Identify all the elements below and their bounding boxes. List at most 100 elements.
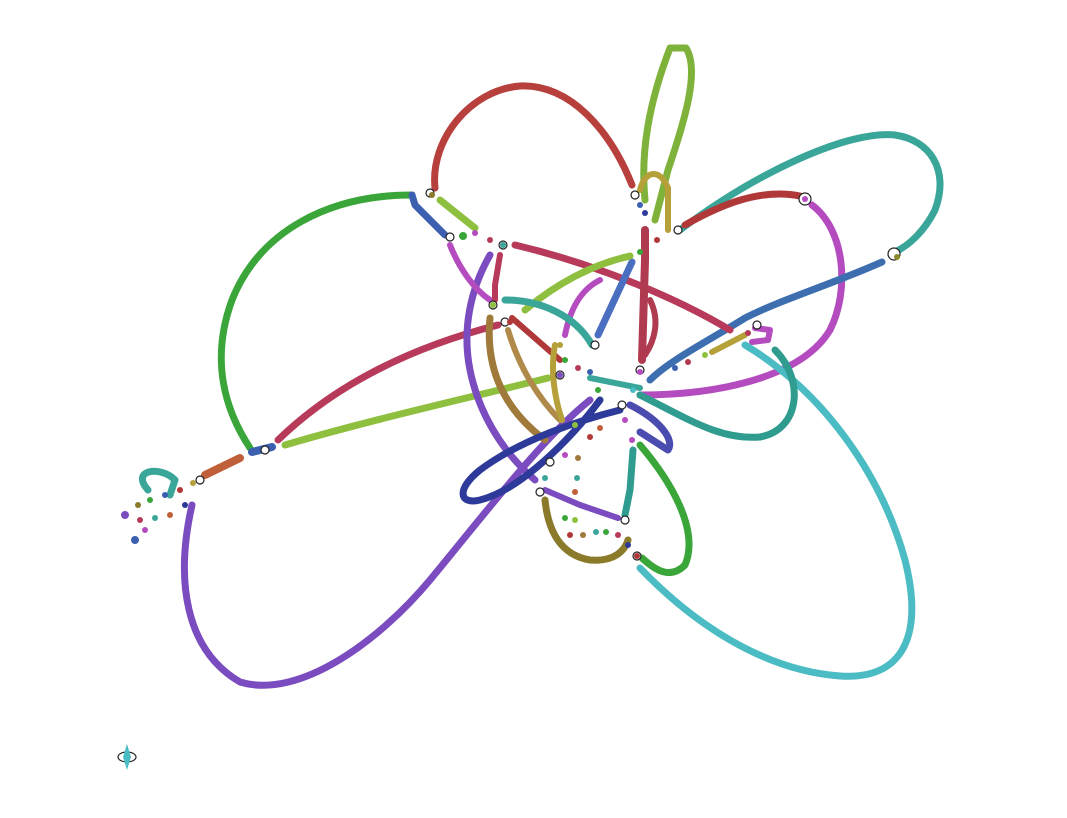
node-bead — [642, 210, 648, 216]
node-bead — [472, 230, 478, 236]
node-bead — [177, 487, 183, 493]
segment-teal-vertical-lower[interactable] — [621, 446, 637, 519]
node-bead — [637, 369, 643, 375]
segment-gold-vertical-center[interactable] — [550, 342, 565, 423]
node-bead — [567, 532, 573, 538]
segment-lime-top-spike[interactable] — [640, 44, 695, 224]
segment-blue-right-diagonal[interactable] — [646, 258, 886, 384]
segment-crimson-inner-small[interactable] — [492, 252, 503, 303]
node-bead — [557, 342, 563, 348]
node-bead — [622, 417, 628, 423]
segment-teal-center-right[interactable] — [636, 346, 798, 441]
segment-crimson-vertical[interactable] — [638, 226, 649, 364]
node-bead — [557, 372, 563, 378]
node-bead — [603, 529, 609, 535]
segment-olive-lower-loop[interactable] — [541, 496, 632, 564]
node-center-mid[interactable] — [590, 340, 600, 350]
node-bead — [162, 492, 168, 498]
node-bead — [575, 455, 581, 461]
node-top-center[interactable] — [630, 190, 640, 200]
node-bead — [637, 249, 643, 255]
node-junction-a[interactable] — [445, 232, 455, 242]
segment-navy-loop[interactable] — [459, 396, 624, 505]
node-bead — [625, 542, 631, 548]
node-bead — [593, 529, 599, 535]
segment-teal-center-arc[interactable] — [501, 296, 596, 349]
segment-red-top-loop[interactable] — [431, 82, 636, 192]
node-bead — [562, 515, 568, 521]
node-center-low[interactable] — [617, 400, 627, 410]
segment-teal-far-left-loop[interactable] — [139, 467, 179, 499]
node-bead — [429, 192, 435, 198]
isolated-node-bead — [123, 744, 131, 770]
segment-brown-inner-b[interactable] — [505, 327, 563, 423]
node-bead — [597, 425, 603, 431]
segment-teal-center-horizontal[interactable] — [587, 375, 643, 391]
segment-green-lower-center[interactable] — [636, 441, 693, 577]
node-lower-center-b[interactable] — [535, 487, 545, 497]
node-far-left[interactable] — [260, 445, 270, 455]
node-bead — [182, 502, 188, 508]
segment-cyan-lower-right-loop[interactable] — [636, 341, 916, 680]
node-bead — [629, 437, 635, 443]
segment-blue-top-left[interactable] — [408, 191, 449, 239]
graph-segments — [139, 44, 944, 689]
node-bead — [152, 515, 158, 521]
node-bead — [542, 475, 548, 481]
segment-brown-inner-a[interactable] — [485, 314, 549, 444]
node-bead — [802, 196, 808, 202]
node-bead — [575, 365, 581, 371]
segment-magenta-right-knot[interactable] — [749, 325, 773, 345]
segment-purple-bottom-left-loop[interactable] — [181, 396, 594, 689]
segment-teal-right-loop[interactable] — [676, 131, 944, 256]
node-bead — [572, 517, 578, 523]
node-bead — [459, 232, 467, 240]
node-bead — [572, 422, 578, 428]
node-bead — [615, 532, 621, 538]
node-bead — [685, 359, 691, 365]
node-bead — [487, 237, 493, 243]
node-bead — [637, 202, 643, 208]
node-bead — [574, 475, 580, 481]
segment-blue-center-diagonal[interactable] — [594, 258, 636, 339]
node-bead — [500, 242, 506, 248]
node-bead — [131, 536, 139, 544]
node-bead — [654, 237, 660, 243]
node-bead — [587, 434, 593, 440]
segment-purple-lower-center[interactable] — [542, 487, 621, 521]
node-center-right[interactable] — [752, 320, 762, 330]
segment-magenta-right-loop[interactable] — [636, 201, 846, 399]
node-bead — [672, 365, 678, 371]
segment-lime-top-left[interactable] — [436, 196, 479, 232]
node-bead — [135, 502, 141, 508]
segment-gold-right[interactable] — [709, 332, 748, 355]
node-bead — [894, 254, 900, 260]
node-bead — [562, 357, 568, 363]
node-bead — [702, 352, 708, 358]
node-top-right-a[interactable] — [673, 225, 683, 235]
segment-crimson-diagonal[interactable] — [511, 241, 734, 334]
node-bead — [147, 497, 153, 503]
segment-magenta-inner-left[interactable] — [447, 242, 493, 303]
segment-orange-left-short[interactable] — [201, 454, 244, 479]
segment-red-right-arc[interactable] — [681, 190, 804, 229]
node-bead — [507, 319, 513, 325]
node-bead — [137, 517, 143, 523]
node-bead — [572, 489, 578, 495]
node-far-left-b[interactable] — [195, 475, 205, 485]
segment-green-left-loop[interactable] — [217, 191, 416, 452]
node-bead — [580, 532, 586, 538]
segment-navy-right-small[interactable] — [626, 401, 674, 454]
node-lower-center-a[interactable] — [545, 457, 555, 467]
segment-gold-top-spike[interactable] — [637, 171, 671, 233]
node-bead — [634, 553, 640, 559]
node-lower-center-c[interactable] — [620, 515, 630, 525]
segment-crimson-vertical-b[interactable] — [642, 297, 659, 358]
segment-lime-left-long[interactable] — [281, 374, 552, 449]
segment-magenta-center[interactable] — [562, 277, 603, 338]
node-bead — [562, 452, 568, 458]
node-bead — [121, 511, 129, 519]
node-bead — [190, 480, 196, 486]
node-bead — [587, 369, 593, 375]
